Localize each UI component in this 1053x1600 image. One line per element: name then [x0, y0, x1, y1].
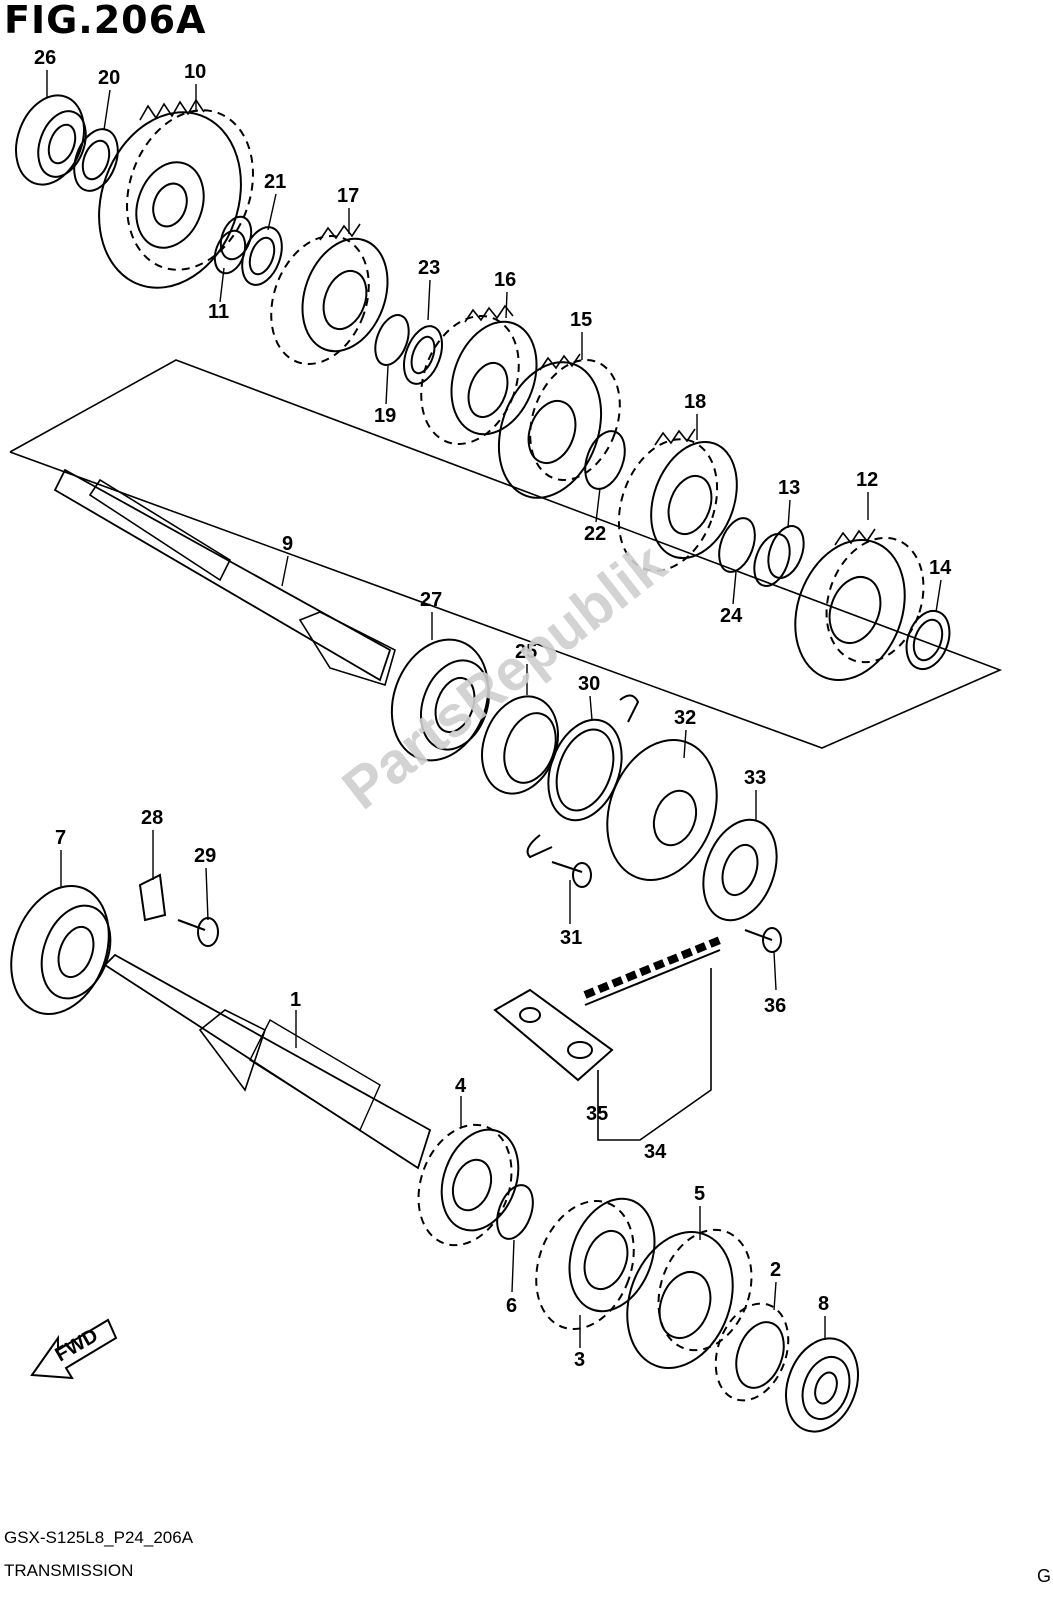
callout-14: 14 — [929, 557, 952, 579]
part-6-circlip — [496, 1184, 534, 1240]
callout-23: 23 — [418, 257, 440, 279]
callout-19: 19 — [374, 405, 396, 427]
part-24-circlip — [718, 517, 756, 573]
figure-title: FIG.206A — [4, 0, 207, 42]
callout-21: 21 — [264, 171, 286, 193]
part-33-sprocket-plate — [702, 818, 778, 922]
callout-9: 9 — [282, 533, 293, 555]
callout-33: 33 — [744, 767, 766, 789]
callout-5: 5 — [694, 1183, 705, 1205]
part-36-bolt — [744, 927, 782, 953]
part-34-drive-chain — [583, 936, 722, 1006]
callout-1: 1 — [290, 989, 301, 1011]
part-1-main-shaft — [103, 953, 432, 1170]
callout-7: 7 — [55, 827, 66, 849]
callout-15: 15 — [570, 309, 592, 331]
part-21-washer — [241, 226, 283, 286]
part-4-gear — [417, 1123, 520, 1247]
callout-31: 31 — [560, 927, 582, 949]
callout-2: 2 — [770, 1259, 781, 1281]
part-34-bracket-line — [597, 968, 712, 1141]
figure-subtitle: TRANSMISSION — [4, 1561, 134, 1580]
part-7-bearing — [10, 885, 112, 1015]
callout-10: 10 — [184, 61, 206, 83]
callout-26: 26 — [34, 47, 56, 69]
part-9-countershaft — [53, 468, 396, 687]
callout-6: 6 — [506, 1295, 517, 1317]
part-32-sprocket — [606, 739, 718, 881]
leader-lines — [46, 70, 942, 1348]
callout-8: 8 — [818, 1293, 829, 1315]
callout-35: 35 — [586, 1103, 608, 1125]
part-17-gear — [270, 223, 389, 365]
fwd-arrow-icon: FWD — [30, 1318, 118, 1380]
callout-16: 16 — [494, 269, 516, 291]
part-28-plate — [138, 873, 167, 922]
part-15-gear — [497, 353, 621, 499]
figure-code: GSX-S125L8_P24_206A — [4, 1528, 194, 1547]
callout-4: 4 — [455, 1075, 467, 1097]
callout-12: 12 — [856, 469, 878, 491]
fwd-label: FWD — [52, 1325, 102, 1367]
part-3-gear — [535, 1197, 656, 1330]
part-31-bolt — [551, 861, 592, 888]
countershaft-frame — [9, 359, 1003, 749]
callout-18: 18 — [684, 391, 706, 413]
part-23-washer — [403, 325, 443, 385]
callout-3: 3 — [574, 1349, 585, 1371]
callout-labels: 26 20 10 21 17 11 23 16 19 15 18 9 22 13… — [34, 47, 952, 1371]
callout-28: 28 — [141, 807, 163, 829]
part-8-bearing — [785, 1337, 859, 1433]
part-27-bearing — [390, 638, 490, 762]
part-2-gear — [714, 1302, 790, 1402]
part-20-washer — [73, 128, 119, 192]
callout-34: 34 — [644, 1141, 667, 1163]
part-26-bearing — [15, 94, 87, 186]
part-14-washer — [905, 609, 951, 671]
callout-13: 13 — [778, 477, 800, 499]
part-13-bushing — [753, 525, 805, 587]
callout-29: 29 — [194, 845, 216, 867]
callout-11: 11 — [208, 301, 229, 323]
part-12-gear — [794, 528, 925, 681]
callout-36: 36 — [764, 995, 786, 1017]
callout-20: 20 — [98, 67, 120, 89]
part-19-circlip — [374, 314, 410, 366]
callout-24: 24 — [720, 605, 743, 627]
callout-17: 17 — [337, 185, 359, 207]
part-22-washer — [584, 430, 626, 490]
callout-32: 32 — [674, 707, 696, 729]
part-10-gear — [98, 98, 254, 289]
callout-30: 30 — [578, 673, 600, 695]
part-29-screw — [177, 917, 219, 947]
callout-27: 27 — [420, 589, 442, 611]
callout-25: 25 — [515, 641, 537, 663]
callout-22: 22 — [584, 523, 606, 545]
part-35-chain-joint — [493, 988, 614, 1082]
corner-mark: G — [1037, 1566, 1052, 1586]
